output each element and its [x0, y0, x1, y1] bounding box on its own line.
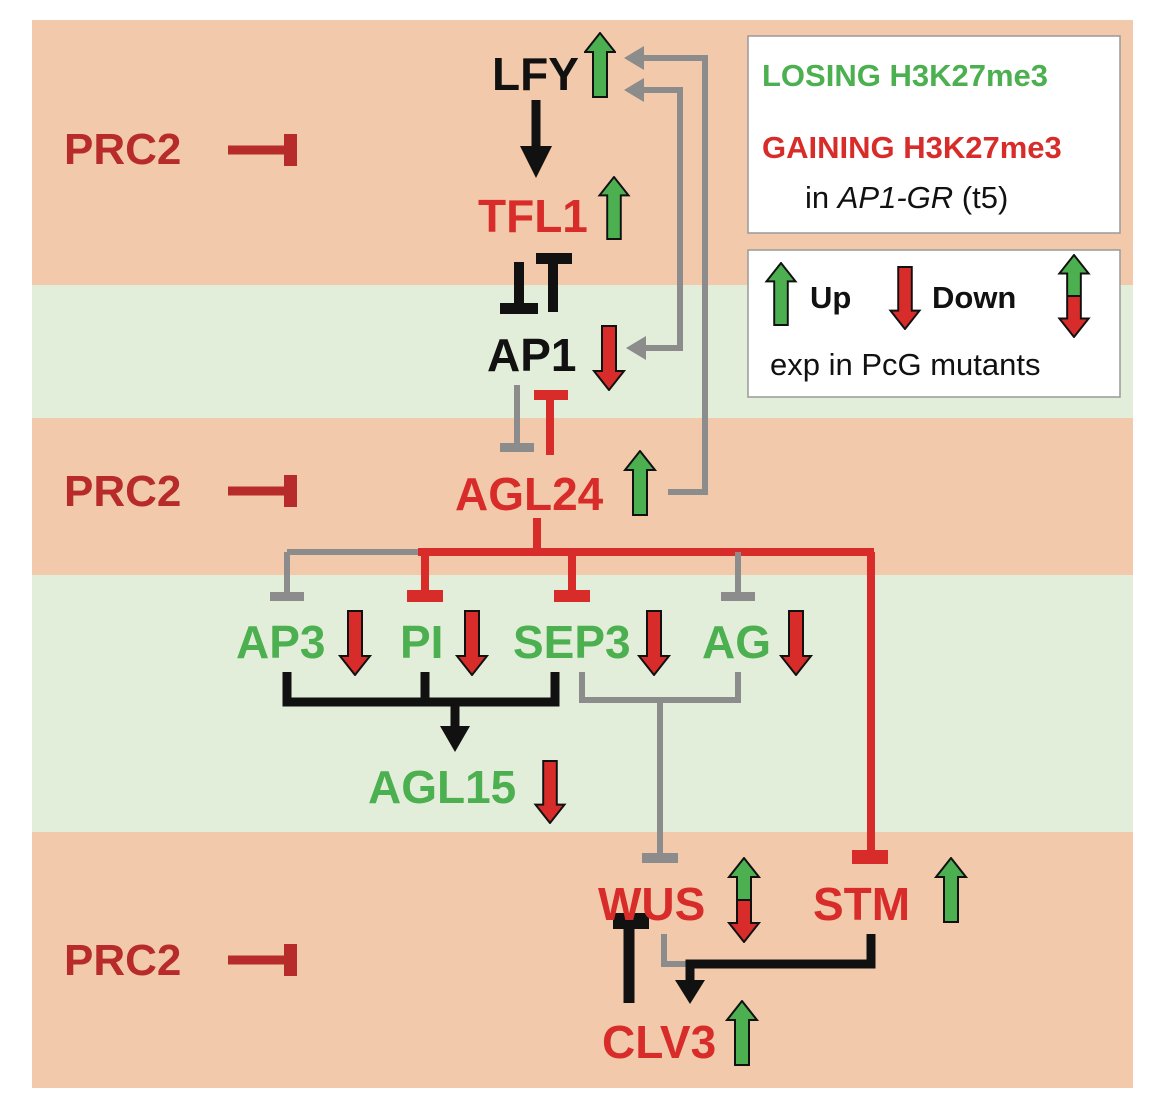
gene-ap3: AP3: [236, 616, 325, 668]
activation-edge-lfy-ap1: [624, 78, 683, 360]
gene-agl24: AGL24: [455, 468, 604, 520]
inhibition-edge-agl24-stm: [852, 552, 888, 864]
inhibition-edge-ap1-tfl1: [536, 253, 572, 312]
gene-agl15: AGL15: [368, 761, 516, 813]
inhibition-edge-agl24-ap3: [270, 552, 304, 601]
inhibition-edge-clv3-wus: [613, 913, 649, 1003]
band-peach: [32, 832, 1133, 1088]
edges: [270, 46, 888, 1004]
gene-sep3: SEP3: [513, 616, 631, 668]
activation-edge-to-agl15: [282, 672, 560, 752]
gene-wus: WUS: [598, 878, 705, 930]
inhibition-edge-agl24-sep3: [554, 552, 590, 602]
gene-clv3: CLV3: [602, 1016, 716, 1068]
gene-ap1: AP1: [487, 329, 576, 381]
inhibition-edge-agl24-ap1: [534, 390, 568, 455]
legend-context: in AP1-GR (t5): [805, 180, 1008, 215]
prc2-label: PRC2: [64, 125, 181, 174]
inhibition-edge-agl24-pi: [407, 552, 443, 602]
gene-ag: AG: [702, 616, 771, 668]
legend-gaining: GAINING H3K27me3: [762, 130, 1062, 165]
legend-losing: LOSING H3K27me3: [762, 58, 1048, 93]
legend-down: Down: [932, 280, 1016, 315]
legend-up: Up: [810, 280, 851, 315]
activation-edge-wus-clv3: [661, 934, 690, 967]
prc2-repressors: PRC2 PRC2 PRC2: [64, 125, 297, 985]
legend-exp: exp in PcG mutants: [770, 347, 1041, 382]
activation-edge-stm-clv3: [675, 934, 876, 1004]
inhibition-icon: [228, 475, 297, 507]
legend-h3k27me3: LOSING H3K27me3 GAINING H3K27me3 in AP1-…: [747, 35, 1121, 234]
activation-edge-agl24-lfy: [624, 46, 708, 495]
legend-expression: Up Down exp in PcG mutants: [747, 249, 1121, 398]
gene-stm: STM: [813, 878, 910, 930]
inhibition-edge-tfl1-ap1: [500, 262, 538, 314]
prc2-label: PRC2: [64, 467, 181, 516]
inhibition-edge-agl24-ag: [721, 552, 755, 601]
inhibition-icon: [228, 134, 297, 166]
inhibition-edge-to-wus: [579, 672, 741, 863]
gene-pi: PI: [400, 616, 443, 668]
gene-lfy: LFY: [492, 48, 579, 100]
band-green: [32, 575, 1133, 832]
activation-edge-lfy-tfl1: [520, 100, 552, 178]
inhibition-icon: [228, 944, 297, 976]
prc2-label: PRC2: [64, 936, 181, 985]
inhibition-edge-ap1-agl24: [500, 385, 534, 452]
gene-tfl1: TFL1: [478, 190, 588, 242]
genes: LFY TFL1 AP1 AGL24 AP3 PI SEP3 AG AGL15 …: [236, 32, 968, 1068]
